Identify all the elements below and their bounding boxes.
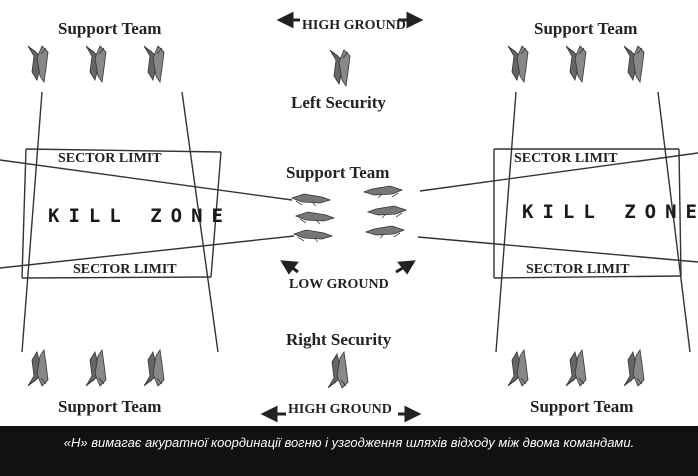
high-ground-top-arrow-left-head (276, 11, 294, 29)
diagram-lines (0, 11, 698, 423)
high-ground-top-label: HIGH GROUND (302, 18, 406, 33)
low-ground-label: LOW GROUND (289, 277, 389, 292)
sector-limit-right-bottom-label: SECTOR LIMIT (526, 262, 630, 277)
left-security-figures (329, 49, 351, 87)
support-team-center-label: Support Team (286, 163, 390, 182)
support-team-center-figures (291, 185, 407, 243)
high-ground-bottom-arrow-right-head (404, 405, 422, 423)
high-ground-bottom-label: HIGH GROUND (288, 402, 392, 417)
support-team-bottom-right-label: Support Team (530, 397, 634, 416)
high-ground-top-arrow-right-head (406, 11, 424, 29)
left-sector-right-edge (210, 151, 222, 278)
support-team-top-left-figures (27, 45, 165, 83)
left-sector-bottom-edge (21, 276, 212, 279)
support-team-top-right-figures (507, 45, 645, 83)
support-team-top-right-label: Support Team (534, 19, 638, 38)
low-ground-arrow-right-head (397, 260, 416, 275)
left-security-label: Left Security (291, 93, 386, 112)
right-fire-line-top (419, 152, 698, 192)
sector-limit-right-top-label: SECTOR LIMIT (514, 151, 618, 166)
left-fire-line-top (0, 159, 293, 201)
left-sector-left-edge (21, 148, 27, 279)
high-ground-bottom-arrow-left-head (260, 405, 278, 423)
left-diagonal-b (181, 91, 219, 353)
right-security-label: Right Security (286, 330, 392, 349)
low-ground-arrow-left-head (280, 260, 299, 275)
left-sector-top-edge (25, 148, 222, 153)
kill-zone-right-label: KILL ZONE (522, 201, 698, 223)
right-sector-bottom-edge (493, 275, 682, 279)
sector-limit-left-bottom-label: SECTOR LIMIT (73, 262, 177, 277)
sector-limit-left-top-label: SECTOR LIMIT (58, 151, 162, 166)
right-fire-line-bottom (417, 236, 698, 263)
right-security-figures (327, 351, 349, 389)
kill-zone-left-label: KILL ZONE (48, 205, 232, 227)
left-diagonal-a (21, 91, 43, 353)
left-fire-line-bottom (0, 235, 295, 269)
support-team-bottom-right-figures (507, 349, 645, 387)
right-sector-right-edge (678, 148, 682, 277)
support-team-bottom-left-figures (27, 349, 165, 387)
support-team-top-left-label: Support Team (58, 19, 162, 38)
right-diagonal-b (657, 91, 691, 353)
support-team-bottom-left-label: Support Team (58, 397, 162, 416)
right-diagonal-a (495, 91, 517, 353)
figure-caption: «Н» вимагає акуратної координації вогню … (0, 426, 698, 476)
